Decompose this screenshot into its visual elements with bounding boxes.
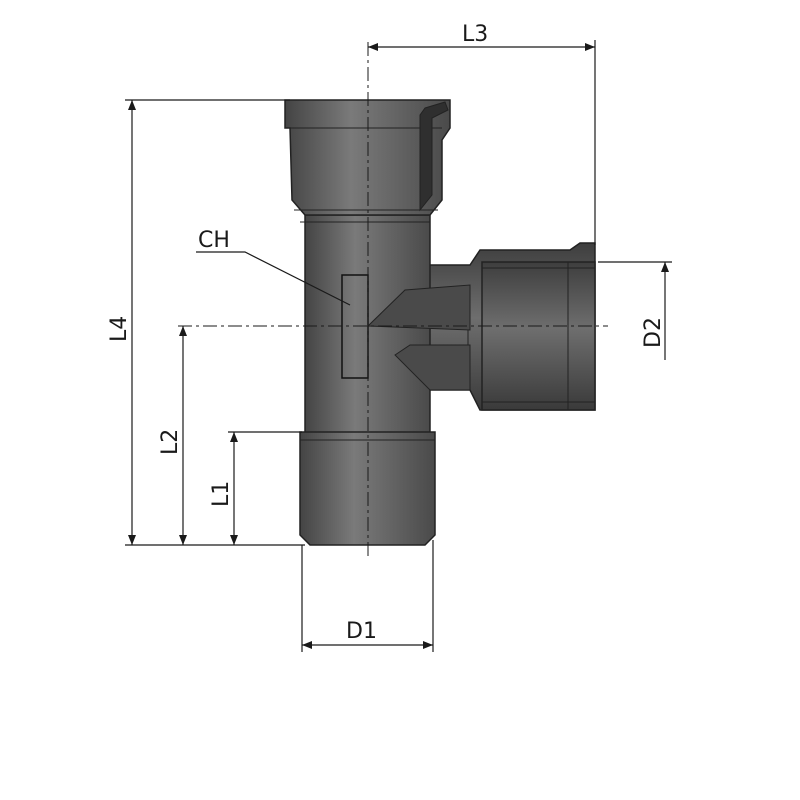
dimension-lines xyxy=(125,40,672,652)
label-d1: D1 xyxy=(346,619,377,644)
fitting-body xyxy=(284,99,596,546)
label-l3: L3 xyxy=(462,22,488,47)
label-l1: L1 xyxy=(209,481,234,507)
dimension-labels: L3 L4 L2 L1 D1 D2 CH xyxy=(107,22,666,644)
label-ch: CH xyxy=(198,228,230,253)
label-d2: D2 xyxy=(641,317,666,348)
centerlines xyxy=(178,42,608,560)
label-l2: L2 xyxy=(158,429,183,455)
label-l4: L4 xyxy=(107,316,132,342)
